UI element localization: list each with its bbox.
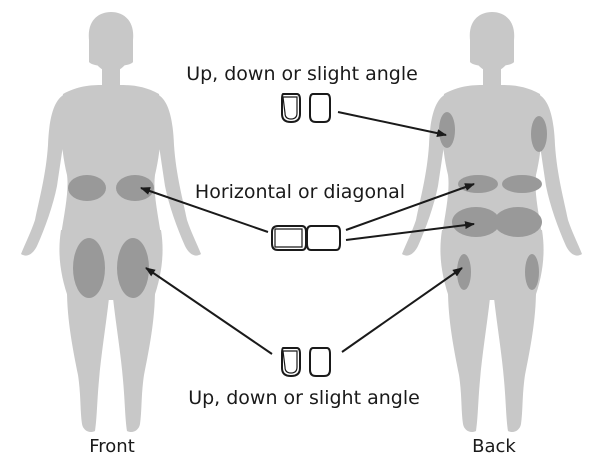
front-label: Front: [89, 436, 135, 457]
front-abdomen-left-site: [68, 175, 106, 201]
arrow-bottom-to-front-thigh: [146, 268, 272, 354]
pod-horizontal-pair-icon: [272, 226, 340, 250]
top-orientation-label: Up, down or slight angle: [186, 63, 418, 85]
back-thigh-right-site: [525, 254, 539, 290]
pod-vertical-pair-icon: [282, 94, 330, 122]
front-figure: [21, 12, 201, 432]
back-lowerback-left-site: [458, 175, 498, 193]
front-thigh-right-site: [117, 238, 149, 298]
back-label: Back: [472, 436, 516, 457]
back-arm-left-site: [439, 112, 455, 148]
pod-vertical-pair-icon: [282, 348, 330, 376]
arrow-top-to-back-arm: [338, 112, 446, 135]
back-buttock-left-site: [452, 207, 500, 237]
front-thigh-left-site: [73, 238, 105, 298]
bottom-orientation-label: Up, down or slight angle: [188, 387, 420, 409]
middle-orientation-label: Horizontal or diagonal: [195, 181, 405, 203]
back-lowerback-right-site: [502, 175, 542, 193]
front-abdomen-right-site: [116, 175, 154, 201]
back-buttock-right-site: [494, 207, 542, 237]
back-arm-right-site: [531, 116, 547, 152]
back-figure: [402, 12, 582, 432]
arrow-bottom-to-back-thigh: [342, 268, 462, 352]
back-thigh-left-site: [457, 254, 471, 290]
